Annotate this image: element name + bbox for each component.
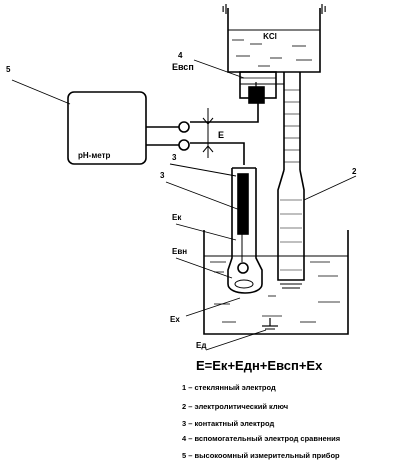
electrolytic-key xyxy=(277,72,305,289)
voltage-arrows xyxy=(202,108,214,158)
callout-4: 4 xyxy=(178,51,183,60)
label-ph-meter: pH-метр xyxy=(78,151,111,160)
ph-meter-box xyxy=(67,91,147,165)
label-e-vsp: Eвсп xyxy=(172,62,194,72)
callout-3-b: 3 xyxy=(160,171,165,180)
auxiliary-reference-electrode xyxy=(239,71,284,104)
label-kcl: KCl xyxy=(263,32,277,41)
legend-item-5: 5 – высокоомный измерительный прибор xyxy=(182,451,340,460)
label-i-left: I xyxy=(222,5,224,14)
label-i-right: I xyxy=(324,5,326,14)
callout-2: 2 xyxy=(352,167,357,176)
label-evn: Eвн xyxy=(172,247,187,256)
callout-5: 5 xyxy=(6,65,11,74)
callout-3-a: 3 xyxy=(172,153,177,162)
label-ex: Ex xyxy=(170,315,180,324)
label-ed: Eд xyxy=(196,341,206,350)
leader-lines xyxy=(11,59,357,351)
wire-upper xyxy=(146,98,259,133)
label-e: E xyxy=(218,130,224,140)
glass-electrode xyxy=(227,167,263,294)
legend-item-4: 4 – вспомогательный электрод сравнения xyxy=(182,434,340,443)
emf-equation: E=Eк+Eдн+Eвсп+Ex xyxy=(196,358,323,373)
wire-lower xyxy=(146,139,245,165)
ground-symbol xyxy=(262,318,278,330)
legend-item-1: 1 – стеклянный электрод xyxy=(182,383,276,392)
legend-item-2: 2 – электролитический ключ xyxy=(182,402,288,411)
beaker xyxy=(203,230,349,335)
legend-item-3: 3 – контактный электрод xyxy=(182,419,274,428)
label-ek: Eк xyxy=(172,213,182,222)
